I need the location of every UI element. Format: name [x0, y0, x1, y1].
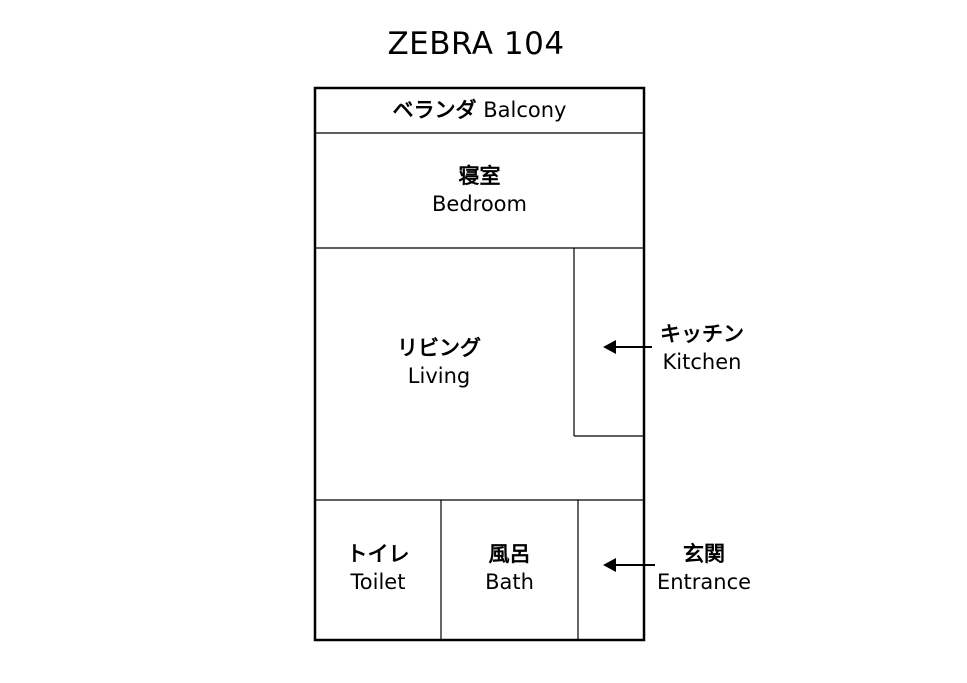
living-label: リビング Living	[339, 334, 539, 390]
kitchen-label-jp: キッチン	[660, 322, 744, 346]
bedroom-label-jp: 寝室	[458, 164, 501, 188]
balcony-label-en: Balcony	[483, 98, 567, 122]
toilet-label: トイレ Toilet	[315, 540, 441, 596]
entrance-label-jp: 玄関	[683, 542, 725, 566]
entrance-label: 玄関 Entrance	[650, 540, 758, 596]
living-label-jp: リビング	[397, 336, 481, 360]
toilet-label-jp: トイレ	[346, 542, 410, 566]
bath-label-en: Bath	[485, 570, 534, 594]
kitchen-label: キッチン Kitchen	[652, 320, 752, 376]
bath-label-jp: 風呂	[488, 542, 531, 566]
bath-label: 風呂 Bath	[441, 540, 578, 596]
entrance-arrow-head	[603, 558, 616, 572]
bedroom-label: 寝室 Bedroom	[315, 162, 644, 218]
kitchen-arrow-head	[603, 340, 616, 354]
kitchen-label-en: Kitchen	[662, 350, 742, 374]
living-label-en: Living	[407, 364, 471, 388]
balcony-label-text: ベランダ Balcony	[393, 98, 567, 122]
plan-title: ZEBRA 104	[387, 26, 565, 62]
balcony-label-jp: ベランダ	[392, 98, 477, 122]
toilet-label-en: Toilet	[350, 570, 406, 594]
outer-wall	[313, 86, 646, 642]
entrance-label-en: Entrance	[656, 570, 752, 594]
balcony-label: ベランダ Balcony	[315, 96, 644, 124]
bedroom-label-en: Bedroom	[432, 192, 527, 216]
